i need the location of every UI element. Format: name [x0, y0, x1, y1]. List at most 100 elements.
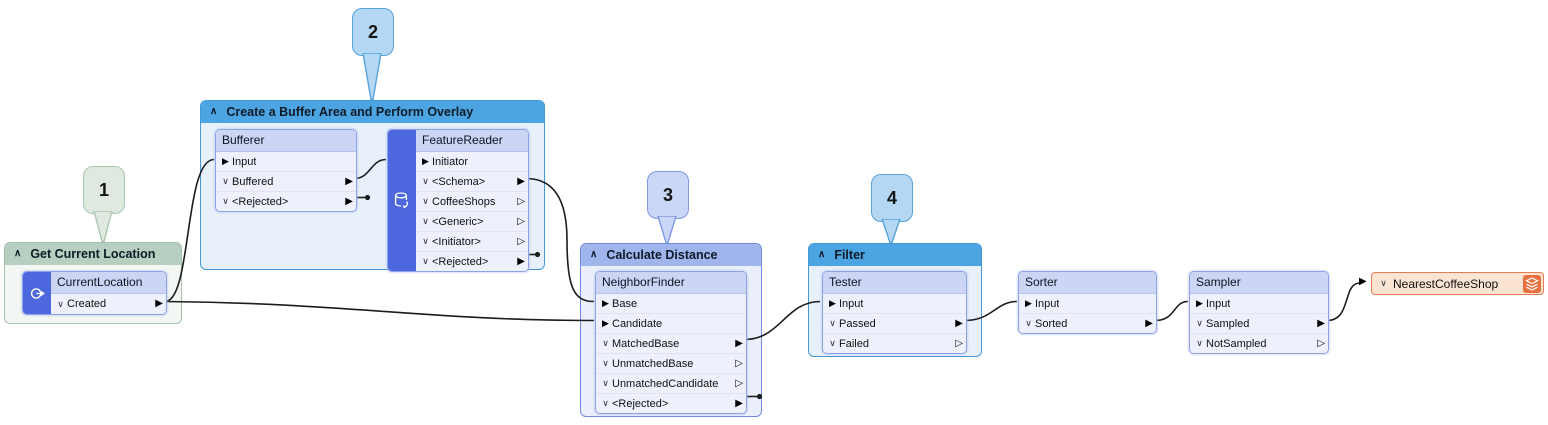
chevron-down-icon[interactable]: ∨ — [422, 196, 429, 206]
port-triangle-connected[interactable]: ▶ — [735, 397, 743, 409]
connection-passed-to-sorter-input[interactable] — [964, 300, 1018, 322]
port-triangle-unconnected[interactable]: ▷ — [735, 357, 743, 369]
annotation-badge-2[interactable]: 2 — [352, 8, 394, 56]
output-port-generic[interactable]: ∨ <Generic> ▷ — [416, 212, 528, 232]
output-port-sorted[interactable]: ∨ Sorted ▶ — [1019, 314, 1156, 333]
node-title[interactable]: Sorter — [1019, 272, 1156, 294]
input-arrow-icon[interactable]: ▶ — [422, 156, 429, 166]
connection-endpoint-dot[interactable] — [756, 393, 763, 400]
input-arrow-icon[interactable]: ▶ — [1025, 298, 1032, 308]
connection-schema-to-neighborfinder-base[interactable] — [526, 177, 595, 303]
port-triangle-connected[interactable]: ▶ — [517, 255, 525, 267]
input-arrow-icon[interactable]: ▶ — [829, 298, 836, 308]
connection-endpoint-dot[interactable] — [364, 194, 371, 201]
chevron-down-icon[interactable]: ∨ — [422, 216, 429, 226]
chevron-down-icon[interactable]: ∨ — [422, 256, 429, 266]
connection-created-to-neighborfinder-candidate[interactable] — [164, 300, 595, 322]
output-port-coffeeshops[interactable]: ∨ CoffeeShops ▷ — [416, 192, 528, 212]
chevron-down-icon[interactable]: ∨ — [829, 338, 836, 348]
chevron-down-icon[interactable]: ∨ — [1196, 318, 1203, 328]
node-neighborfinder[interactable]: NeighborFinder ▶ Base ▶ Candidate ∨ Matc… — [595, 271, 747, 414]
connection-sampled-to-writer[interactable] — [1326, 282, 1361, 322]
connection-created-to-bufferer-input[interactable] — [164, 158, 215, 303]
port-triangle-unconnected[interactable]: ▷ — [1317, 337, 1325, 349]
writer-nearestcoffeeshop[interactable]: ▶ ∨ NearestCoffeeShop — [1359, 272, 1544, 295]
node-title[interactable]: Sampler — [1190, 272, 1328, 294]
chevron-down-icon[interactable]: ∨ — [602, 338, 609, 348]
input-arrow-icon[interactable]: ▶ — [602, 318, 609, 328]
output-port-rejected[interactable]: ∨ <Rejected> ▶ — [416, 252, 528, 271]
port-triangle-unconnected[interactable]: ▷ — [955, 337, 963, 349]
node-title[interactable]: NeighborFinder — [596, 272, 746, 294]
chevron-down-icon[interactable]: ∨ — [57, 298, 64, 309]
input-port-base[interactable]: ▶ Base — [596, 294, 746, 314]
chevron-down-icon[interactable]: ∨ — [602, 398, 609, 408]
port-triangle-connected[interactable]: ▶ — [345, 175, 353, 187]
collapse-icon[interactable]: ∧ — [210, 106, 218, 117]
port-triangle-unconnected[interactable]: ▷ — [517, 215, 525, 227]
input-port-candidate[interactable]: ▶ Candidate — [596, 314, 746, 334]
chevron-down-icon[interactable]: ∨ — [829, 318, 836, 328]
chevron-down-icon[interactable]: ∨ — [1025, 318, 1032, 328]
input-arrow-icon[interactable]: ▶ — [1359, 276, 1367, 287]
chevron-down-icon[interactable]: ∨ — [602, 378, 609, 388]
group-header[interactable]: ∧ Filter — [809, 244, 981, 266]
connection-buffered-to-initiator[interactable] — [354, 158, 387, 180]
group-header[interactable]: ∧ Calculate Distance — [581, 244, 761, 266]
input-port-input[interactable]: ▶ Input — [1019, 294, 1156, 314]
group-header[interactable]: ∧ Create a Buffer Area and Perform Overl… — [201, 101, 544, 123]
chevron-down-icon[interactable]: ∨ — [222, 196, 229, 206]
annotation-badge-3[interactable]: 3 — [647, 171, 689, 219]
node-sorter[interactable]: Sorter ▶ Input ∨ Sorted ▶ — [1018, 271, 1157, 334]
port-triangle-connected[interactable]: ▶ — [155, 298, 163, 309]
port-triangle-connected[interactable]: ▶ — [955, 317, 963, 329]
chevron-down-icon[interactable]: ∨ — [422, 236, 429, 246]
output-port-unmatchedcandidate[interactable]: ∨ UnmatchedCandidate ▷ — [596, 374, 746, 394]
collapse-icon[interactable]: ∧ — [14, 248, 22, 259]
node-bufferer[interactable]: Bufferer ▶ Input ∨ Buffered ▶ ∨ <Rejecte… — [215, 129, 357, 212]
node-title[interactable]: Bufferer — [216, 130, 356, 152]
node-title[interactable]: FeatureReader — [416, 130, 528, 152]
input-port-input[interactable]: ▶ Input — [216, 152, 356, 172]
annotation-badge-4[interactable]: 4 — [871, 174, 913, 222]
node-currentlocation[interactable]: CurrentLocation ∨ Created ▶ — [22, 271, 167, 315]
group-header[interactable]: ∧ Get Current Location — [5, 243, 181, 265]
chevron-down-icon[interactable]: ∨ — [602, 358, 609, 368]
port-triangle-unconnected[interactable]: ▷ — [517, 235, 525, 247]
port-triangle-connected[interactable]: ▶ — [1145, 317, 1153, 329]
output-port-created[interactable]: ∨ Created ▶ — [51, 294, 166, 314]
node-title[interactable]: Tester — [823, 272, 966, 294]
connection-sorted-to-sampler-input[interactable] — [1154, 300, 1189, 322]
input-port-initiator[interactable]: ▶ Initiator — [416, 152, 528, 172]
collapse-icon[interactable]: ∧ — [818, 249, 826, 260]
port-triangle-connected[interactable]: ▶ — [517, 175, 525, 187]
output-port-rejected[interactable]: ∨ <Rejected> ▶ — [216, 192, 356, 211]
input-arrow-icon[interactable]: ▶ — [1196, 298, 1203, 308]
port-triangle-unconnected[interactable]: ▷ — [735, 377, 743, 389]
port-triangle-connected[interactable]: ▶ — [345, 195, 353, 207]
input-port-input[interactable]: ▶ Input — [823, 294, 966, 314]
chevron-down-icon[interactable]: ∨ — [222, 176, 229, 186]
node-featurereader[interactable]: FeatureReader ▶ Initiator ∨ <Schema> ▶ ∨… — [387, 129, 529, 272]
annotation-badge-1[interactable]: 1 — [83, 166, 125, 214]
port-triangle-connected[interactable]: ▶ — [735, 337, 743, 349]
output-port-sampled[interactable]: ∨ Sampled ▶ — [1190, 314, 1328, 334]
port-triangle-unconnected[interactable]: ▷ — [517, 195, 525, 207]
chevron-down-icon[interactable]: ∨ — [1380, 278, 1387, 288]
input-arrow-icon[interactable]: ▶ — [222, 156, 229, 166]
output-port-rejected[interactable]: ∨ <Rejected> ▶ — [596, 394, 746, 413]
node-title[interactable]: CurrentLocation — [51, 272, 166, 294]
output-port-schema[interactable]: ∨ <Schema> ▶ — [416, 172, 528, 192]
output-port-unmatchedbase[interactable]: ∨ UnmatchedBase ▷ — [596, 354, 746, 374]
port-triangle-connected[interactable]: ▶ — [1317, 317, 1325, 329]
chevron-down-icon[interactable]: ∨ — [422, 176, 429, 186]
connection-matchedbase-to-tester-input[interactable] — [744, 300, 821, 341]
output-port-notsampled[interactable]: ∨ NotSampled ▷ — [1190, 334, 1328, 353]
output-port-matchedbase[interactable]: ∨ MatchedBase ▶ — [596, 334, 746, 354]
output-port-failed[interactable]: ∨ Failed ▷ — [823, 334, 966, 353]
output-port-passed[interactable]: ∨ Passed ▶ — [823, 314, 966, 334]
collapse-icon[interactable]: ∧ — [590, 249, 598, 260]
output-port-initiator[interactable]: ∨ <Initiator> ▷ — [416, 232, 528, 252]
node-tester[interactable]: Tester ▶ Input ∨ Passed ▶ ∨ Failed ▷ — [822, 271, 967, 354]
